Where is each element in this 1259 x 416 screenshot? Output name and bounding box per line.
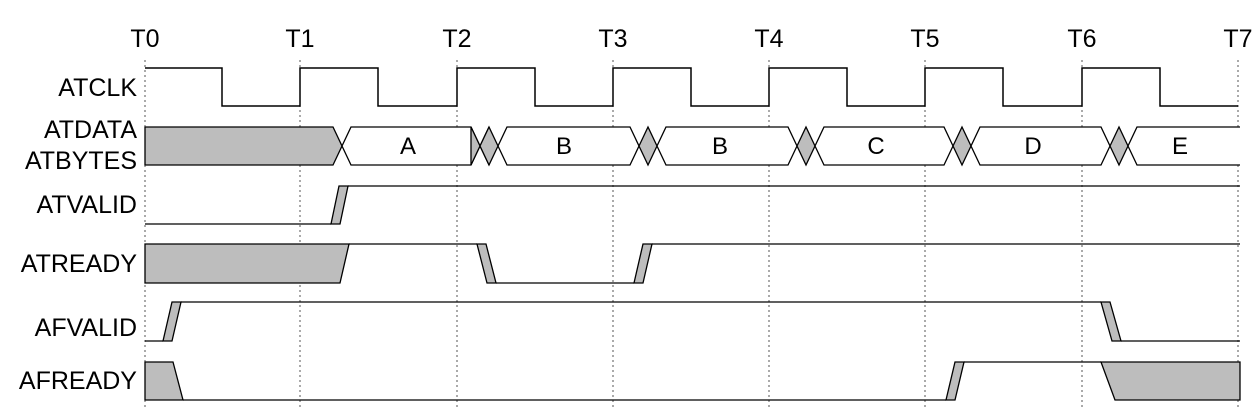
afvalid-rise-edge: [162, 301, 182, 342]
afready-unknown-region-2: [1100, 361, 1241, 401]
atdata-value-c: C: [867, 133, 884, 160]
atdata-transition-4: [796, 125, 816, 167]
tick-t3: T3: [598, 25, 627, 53]
label-atclk: ATCLK: [58, 74, 137, 102]
tick-t6: T6: [1067, 25, 1096, 53]
atready-rise-edge: [633, 243, 653, 284]
atclk-waveform: [145, 67, 1238, 107]
atdata-segment-e-outline: [1127, 126, 1240, 166]
tick-t5: T5: [910, 25, 939, 53]
atdata-value-e: E: [1172, 133, 1188, 160]
atdata-segment-e: [1128, 127, 1240, 165]
atdata-invalid-region: [144, 126, 343, 166]
afready-unknown-region-1: [144, 361, 184, 401]
label-atdata: ATDATA: [44, 116, 137, 144]
atdata-values: A B B C D E: [400, 133, 1188, 160]
atdata-transition-6: [1109, 125, 1129, 167]
atdata-transition-1b: [470, 126, 481, 166]
tick-t4: T4: [754, 25, 783, 53]
time-grid: [144, 60, 1239, 410]
atdata-value-b2: B: [712, 133, 728, 160]
afvalid-fall-edge: [1100, 301, 1122, 342]
atdata-transition-5: [952, 125, 972, 167]
signal-labels: ATCLK ATDATA ATBYTES ATVALID ATREADY AFV…: [19, 74, 137, 395]
afready-waveform: [144, 361, 1241, 401]
atdata-segment-d: [970, 126, 1111, 166]
tick-t7: T7: [1223, 25, 1252, 53]
label-atvalid: ATVALID: [37, 191, 138, 219]
label-afvalid: AFVALID: [35, 314, 137, 342]
atvalid-waveform: [145, 185, 1240, 225]
label-atready: ATREADY: [21, 250, 138, 278]
atready-fall-edge: [476, 243, 497, 284]
label-afready: AFREADY: [19, 367, 137, 395]
atdata-value-d: D: [1024, 133, 1041, 160]
afready-rise-edge: [945, 361, 965, 401]
atdata-value-a: A: [400, 133, 416, 160]
atvalid-rise-edge: [330, 185, 349, 225]
tick-t1: T1: [285, 25, 314, 53]
atdata-transition-2: [479, 125, 499, 167]
time-ticks: T0 T1 T2 T3 T4 T5 T6 T7: [130, 25, 1252, 53]
atdata-segment-b2: [656, 126, 798, 166]
tick-t2: T2: [442, 25, 471, 53]
label-atbytes: ATBYTES: [25, 147, 137, 175]
atdata-transition-3: [638, 125, 658, 167]
afvalid-waveform: [145, 301, 1240, 342]
tick-t0: T0: [130, 25, 159, 53]
atdata-bus: [144, 125, 1240, 167]
atready-waveform: [144, 243, 1240, 284]
atdata-segment-c: [814, 126, 954, 166]
atdata-value-b1: B: [556, 133, 572, 160]
atready-unknown-region: [144, 243, 350, 284]
